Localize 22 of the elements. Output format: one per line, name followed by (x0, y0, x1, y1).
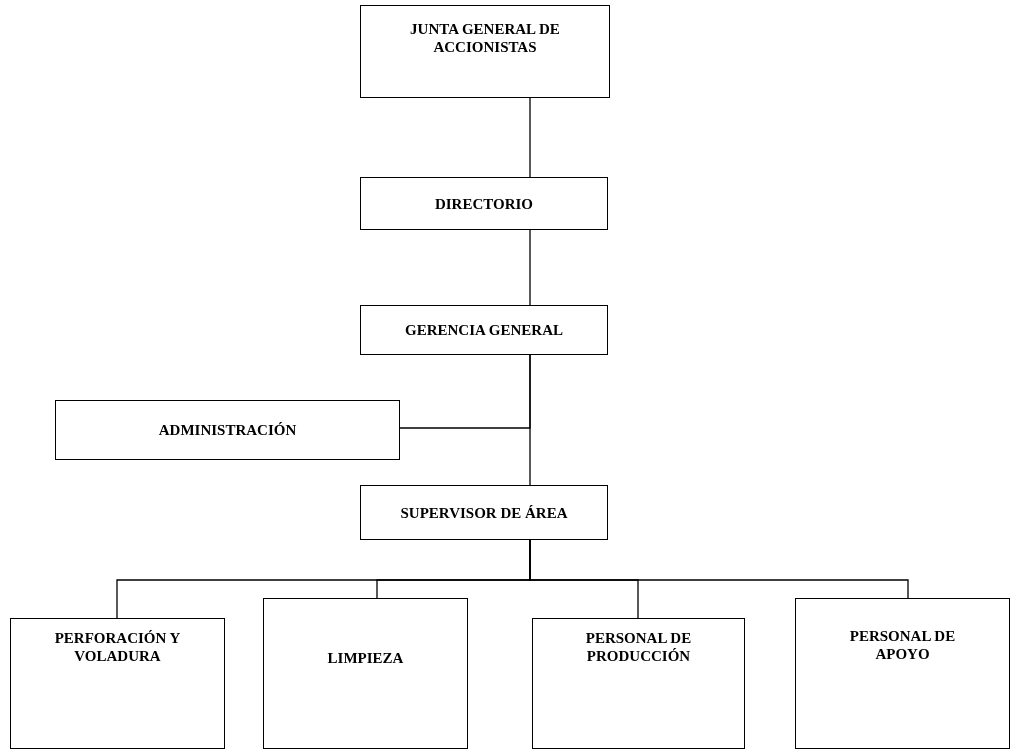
connector-line (529, 539, 909, 599)
box-title: SUPERVISOR DE ÁREA (400, 503, 568, 522)
box-title: PERFORACIÓN Y VOLADURA (53, 629, 182, 665)
connector-line (529, 229, 531, 306)
box-title: JUNTA GENERAL DE ACCIONISTAS (409, 20, 561, 56)
org-box (360, 305, 608, 355)
org-box (10, 618, 225, 749)
org-box (532, 618, 745, 749)
box-title: LIMPIEZA (327, 649, 404, 667)
org-box (55, 400, 400, 460)
box-title: DIRECTORIO (434, 194, 534, 213)
org-box (360, 177, 608, 230)
box-title: ADMINISTRACIÓN (158, 421, 297, 439)
box-title: GERENCIA GENERAL (405, 321, 563, 339)
connector-line (529, 97, 531, 178)
org-box (795, 598, 1010, 749)
org-box (263, 598, 468, 749)
box-title: PERSONAL DE PRODUCCIÓN (584, 629, 693, 665)
box-title: PERSONAL DE APOYO (848, 627, 957, 663)
org-box (360, 485, 608, 540)
connector-line (529, 354, 531, 486)
org-box (360, 5, 610, 98)
